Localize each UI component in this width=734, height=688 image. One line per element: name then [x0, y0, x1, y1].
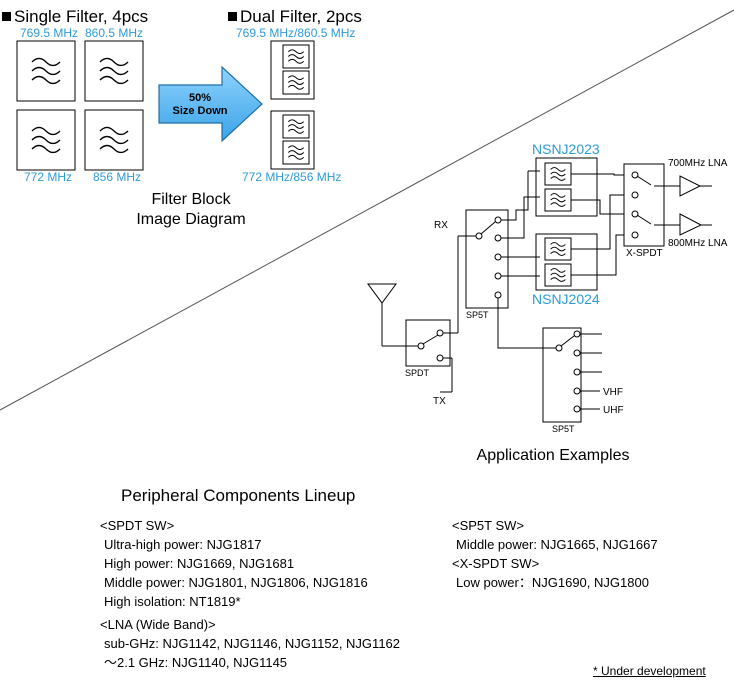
title-bullet-dual [228, 12, 237, 21]
lineup-left-column: <SPDT SW> Ultra-high power: NJG1817 High… [100, 516, 400, 672]
x-spdt-switch [623, 163, 665, 247]
sp5t-item: Middle power: NJG1665, NJG1667 [456, 537, 658, 552]
spdt-label: SPDT [405, 368, 430, 378]
application-examples-caption: Application Examples [477, 447, 630, 464]
lna-header: <LNA (Wide Band)> [100, 617, 216, 632]
footnote-under-development: * Under development [593, 664, 706, 678]
application-circuit [367, 157, 712, 423]
lna-800-label: 800MHz LNA [668, 238, 728, 249]
sp5t-lower-label: SP5T [552, 424, 575, 434]
single-filter-tr [84, 40, 144, 102]
freq-label-br: 856 MHz [93, 170, 141, 184]
sp5t-main-switch [465, 209, 509, 309]
spdt-item: Ultra-high power: NJG1817 [104, 537, 262, 552]
tx-label: TX [433, 396, 446, 407]
sp5t-sw-header: <SP5T SW> [452, 518, 525, 533]
freq-label-bl: 772 MHz [24, 170, 72, 184]
spdt-sw-header: <SPDT SW> [100, 518, 175, 533]
vhf-label: VHF [603, 387, 623, 398]
filter-block-caption-line1: Filter Block [151, 191, 231, 208]
size-down-arrow [158, 65, 263, 143]
dual-filter-top [270, 40, 315, 100]
lineup-right-column: <SP5T SW> Middle power: NJG1665, NJG1667… [452, 516, 658, 592]
lna-item: ～2.1 GHz: NJG1140, NJG1145 [104, 655, 288, 670]
freq-label-tl: 769.5 MHz [20, 26, 78, 40]
x-spdt-sw-header: <X-SPDT SW> [452, 556, 540, 571]
rx-label: RX [434, 220, 448, 231]
arrow-label-percent: 50% [189, 92, 211, 104]
lna-700-label: 700MHz LNA [668, 158, 728, 169]
dual-freq-top: 769.5 MHz/860.5 MHz [236, 26, 355, 40]
nsnj2024-label: NSNJ2024 [532, 291, 600, 307]
arrow-label-size-down: Size Down [172, 105, 227, 117]
spdt-switch [405, 319, 451, 367]
title-bullet-single [2, 12, 11, 21]
lineup-title: Peripheral Components Lineup [121, 486, 356, 505]
lna-700-icon [679, 175, 702, 197]
filter-block-caption-line2: Image Diagram [136, 211, 245, 228]
single-filter-tl [16, 40, 76, 102]
spdt-item: High isolation: NT1819* [104, 594, 241, 609]
x-spdt-label: X-SPDT [626, 248, 663, 259]
sp5t-lower-switch [542, 327, 582, 423]
lna-item: sub-GHz: NJG1142, NJG1146, NJG1152, NJG1… [104, 636, 401, 651]
freq-label-tr: 860.5 MHz [85, 26, 143, 40]
spdt-item: High power: NJG1669, NJG1681 [104, 556, 295, 571]
spdt-item: Middle power: NJG1801, NJG1806, NJG1816 [104, 575, 368, 590]
lna-800-icon [679, 213, 703, 236]
antenna-icon [367, 283, 397, 304]
dual-freq-bottom: 772 MHz/856 MHz [242, 170, 341, 184]
sp5t-main-label: SP5T [466, 310, 489, 320]
dual-filter-bottom [270, 110, 315, 170]
single-filter-bl [16, 109, 76, 171]
x-spdt-item: Low power：NJG1690, NJG1800 [456, 575, 649, 590]
nsnj2023-module [535, 157, 598, 217]
dual-filter-title: Dual Filter, 2pcs [240, 7, 362, 26]
nsnj2023-label: NSNJ2023 [532, 141, 600, 157]
nsnj2024-module [535, 233, 598, 291]
single-filter-br [84, 109, 144, 171]
single-filter-title: Single Filter, 4pcs [14, 7, 148, 26]
diagonal-divider [0, 9, 734, 411]
uhf-label: UHF [603, 405, 624, 416]
